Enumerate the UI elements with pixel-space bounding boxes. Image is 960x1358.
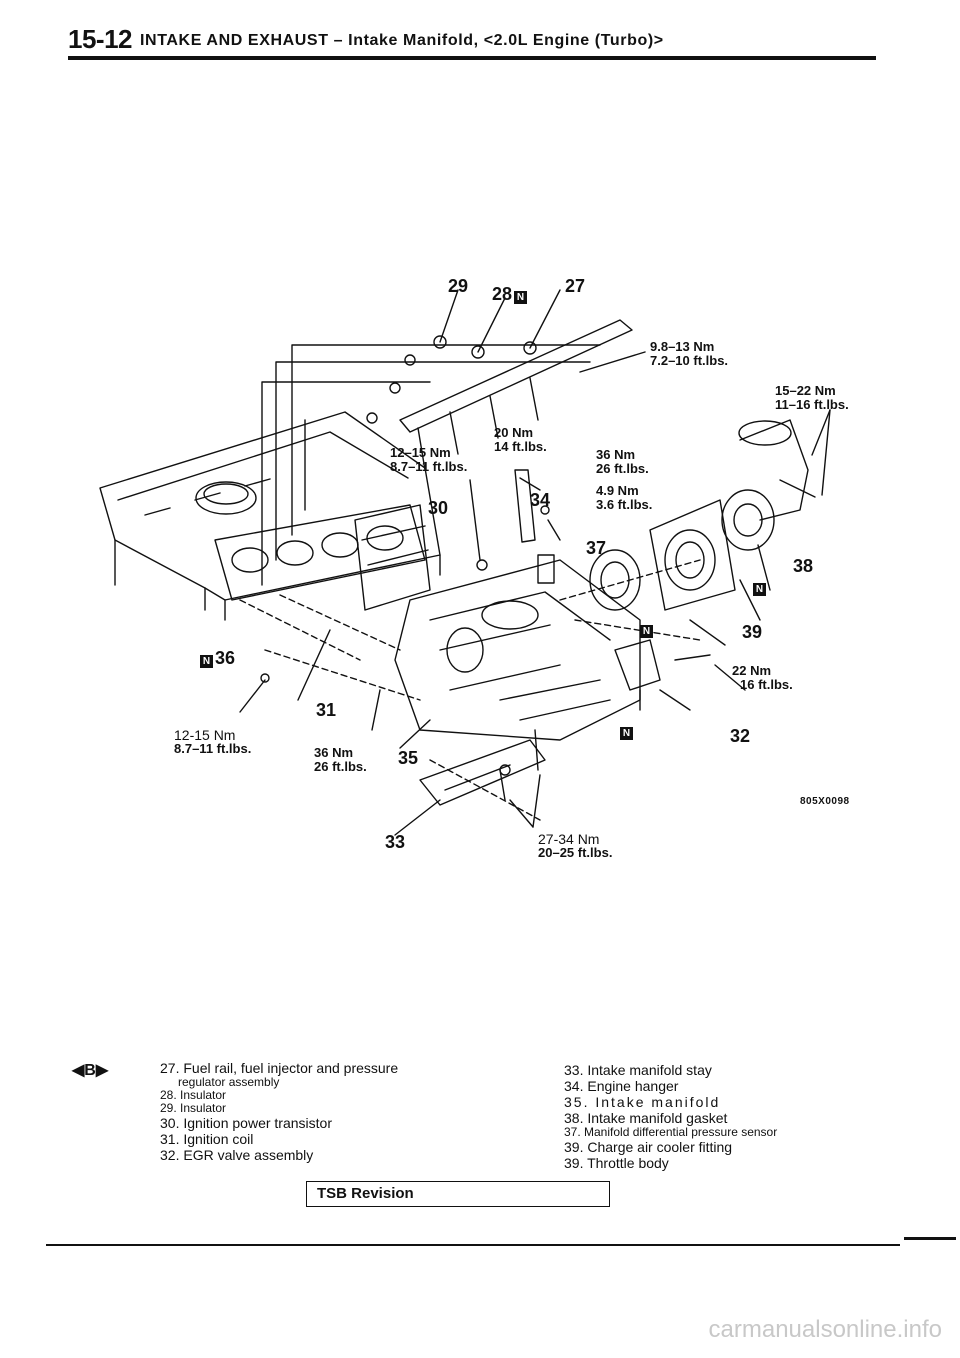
tsb-revision-box: TSB Revision xyxy=(306,1181,610,1207)
new-part-mark-38: N xyxy=(753,583,766,596)
watermark: carmanualsonline.info xyxy=(708,1316,942,1343)
legend-item-30: 30. Ignition power transistor xyxy=(160,1115,332,1131)
torque-nm: 27-34 Nm xyxy=(538,831,600,847)
new-part-mark: N xyxy=(514,291,528,304)
legend-item-38: 38. Intake manifold gasket xyxy=(564,1110,728,1126)
torque-nm: 36 Nm xyxy=(596,447,636,462)
torque-spec-engine-hanger: 36 Nm 26 ft.lbs. xyxy=(596,448,649,476)
torque-ftlbs: 14 ft.lbs. xyxy=(494,439,547,454)
torque-ftlbs: 7.2–10 ft.lbs. xyxy=(650,353,729,368)
legend-item-37: 37. Manifold differential pressure senso… xyxy=(564,1125,778,1139)
torque-ftlbs: 26 ft.lbs. xyxy=(596,461,649,476)
legend-item-33: 33. Intake manifold stay xyxy=(564,1062,712,1078)
callout-34: 34 xyxy=(530,490,551,510)
legend-item-34: 34. Engine hanger xyxy=(564,1078,679,1094)
callout-37: 37 xyxy=(586,538,607,558)
callout-38: 38 xyxy=(793,556,814,576)
torque-spec-fuel-rail: 9.8–13 Nm 7.2–10 ft.lbs. xyxy=(650,340,728,368)
torque-ftlbs: 26 ft.lbs. xyxy=(314,759,367,774)
torque-nm: 9.8–13 Nm xyxy=(650,339,715,354)
torque-ftlbs: 20–25 ft.lbs. xyxy=(538,845,613,860)
torque-spec-manifold-stay: 27-34 Nm 20–25 ft.lbs. xyxy=(538,832,612,860)
torque-nm: 22 Nm xyxy=(732,663,772,678)
legend-item-35: 35. Intake manifold xyxy=(564,1094,721,1110)
new-part-mark-39: N xyxy=(640,625,653,638)
callout-35: 35 xyxy=(398,748,419,768)
torque-nm: 36 Nm xyxy=(314,745,354,760)
callout-36-number: 36 xyxy=(215,648,236,668)
torque-spec-20nm: 20 Nm 14 ft.lbs. xyxy=(494,426,547,454)
header-rule xyxy=(68,56,876,60)
legend-item-31: 31. Ignition coil xyxy=(160,1131,254,1147)
legend-marker: ◀B▶ xyxy=(72,1062,109,1079)
page-number: 15-12 xyxy=(68,24,133,54)
legend-item-39b: 39. Throttle body xyxy=(564,1155,669,1171)
torque-spec-ignition-coil: 36 Nm 26 ft.lbs. xyxy=(314,746,367,774)
torque-spec-manifold-left: 12-15 Nm 8.7–11 ft.lbs. xyxy=(174,728,251,756)
legend-item-32: 32. EGR valve assembly xyxy=(160,1147,314,1163)
torque-spec-pressure-sensor: 4.9 Nm 3.6 ft.lbs. xyxy=(596,484,652,512)
torque-spec-egr-valve: 22 Nm 16 ft.lbs. xyxy=(732,664,793,692)
figure-code: 805X0098 xyxy=(800,796,850,807)
callout-27: 27 xyxy=(565,276,586,296)
callout-31: 31 xyxy=(316,700,337,720)
torque-ftlbs: 3.6 ft.lbs. xyxy=(596,497,653,512)
callout-28-number: 28 xyxy=(492,284,513,304)
callout-39: 39 xyxy=(742,622,763,642)
page-title: INTAKE AND EXHAUST – Intake Manifold, <2… xyxy=(140,32,664,49)
legend-item-29: 29. Insulator xyxy=(160,1101,227,1115)
torque-spec-charge-air-fitting: 15–22 Nm 11–16 ft.lbs. xyxy=(775,384,849,412)
torque-nm: 4.9 Nm xyxy=(596,483,639,498)
new-part-mark-32: N xyxy=(620,727,633,740)
legend-item-27-cont: regulator assembly xyxy=(178,1075,280,1089)
legend-right: 33. Intake manifold stay 34. Engine hang… xyxy=(564,1062,777,1171)
legend-item-28: 28. Insulator xyxy=(160,1088,227,1102)
torque-nm: 12–15 Nm xyxy=(390,445,451,460)
torque-nm: 15–22 Nm xyxy=(775,383,836,398)
torque-nm: 20 Nm xyxy=(494,425,534,440)
legend-left: 27. Fuel rail, fuel injector and pressur… xyxy=(160,1060,398,1163)
legend-item-27: 27. Fuel rail, fuel injector and pressur… xyxy=(160,1060,399,1076)
torque-ftlbs: 8.7–11 ft.lbs. xyxy=(174,741,252,756)
torque-spec-power-transistor: 12–15 Nm 8.7–11 ft.lbs. xyxy=(390,446,467,474)
footer-rule-accent xyxy=(904,1237,956,1240)
callout-30: 30 xyxy=(428,498,449,518)
torque-nm: 12-15 Nm xyxy=(174,727,236,743)
footer-rule xyxy=(46,1244,900,1246)
callout-33: 33 xyxy=(385,832,406,852)
torque-ftlbs: 11–16 ft.lbs. xyxy=(775,397,849,412)
callout-29: 29 xyxy=(448,276,469,296)
torque-ftlbs: 16 ft.lbs. xyxy=(740,677,793,692)
torque-ftlbs: 8.7–11 ft.lbs. xyxy=(390,459,468,474)
legend-item-39a: 39. Charge air cooler fitting xyxy=(564,1139,733,1155)
callout-32: 32 xyxy=(730,726,751,746)
new-part-mark: N xyxy=(200,655,213,668)
